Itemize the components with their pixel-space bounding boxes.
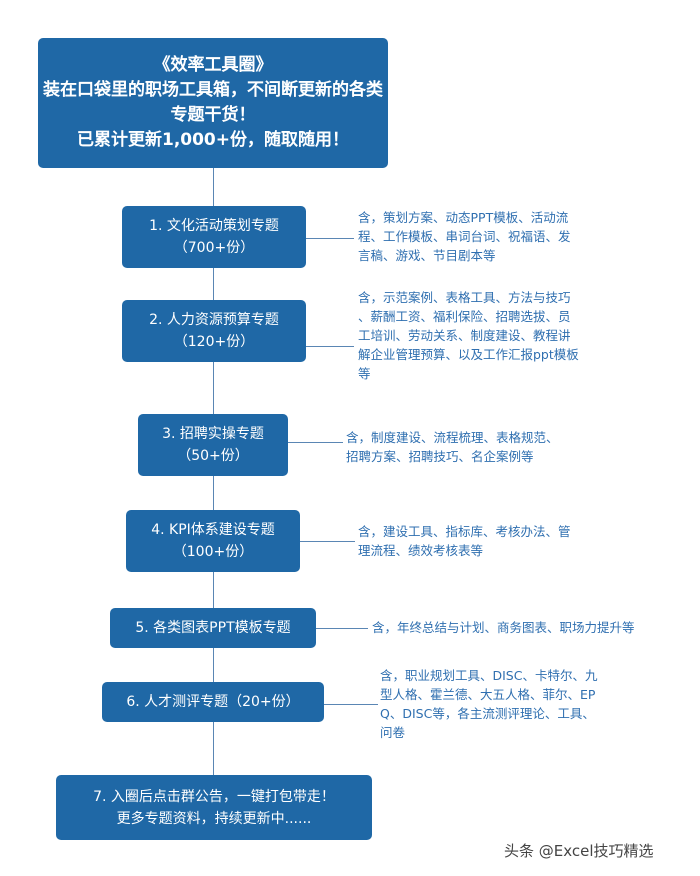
step-2-box: 2. 人力资源预算专题 （120+份）	[122, 300, 306, 362]
step-4-box: 4. KPI体系建设专题 （100+份）	[126, 510, 300, 572]
title-box: 《效率工具圈》 装在口袋里的职场工具箱，不间断更新的各类专题干货！ 已累计更新1…	[38, 38, 388, 168]
step-5-connector	[316, 628, 368, 629]
step-2-connector	[306, 346, 354, 347]
step-7-box: 7. 入圈后点击群公告，一键打包带走！ 更多专题资料，持续更新中......	[56, 775, 372, 840]
step-1-box: 1. 文化活动策划专题 （700+份）	[122, 206, 306, 268]
step-3-connector	[288, 442, 343, 443]
step-3-description: 含，制度建设、流程梳理、表格规范、 招聘方案、招聘技巧、名企案例等	[346, 430, 559, 464]
step-2-description: 含，示范案例、表格工具、方法与技巧 、薪酬工资、福利保险、招聘选拔、员 工培训、…	[358, 290, 579, 381]
step-1-description: 含，策划方案、动态PPT模板、活动流 程、工作模板、串词台词、祝福语、发 言稿、…	[358, 210, 571, 263]
step-5-box: 5. 各类图表PPT模板专题	[110, 608, 316, 648]
step-5-description: 含，年终总结与计划、商务图表、职场力提升等	[372, 620, 635, 635]
step-6-box: 6. 人才测评专题（20+份）	[102, 682, 324, 722]
step-3-box: 3. 招聘实操专题 （50+份）	[138, 414, 288, 476]
watermark: 头条 @Excel技巧精选	[504, 842, 654, 860]
step-1-connector	[306, 238, 354, 239]
step-4-description: 含，建设工具、指标库、考核办法、管 理流程、绩效考核表等	[358, 524, 571, 558]
step-6-connector	[324, 704, 378, 705]
step-4-connector	[300, 541, 355, 542]
step-6-description: 含，职业规划工具、DISC、卡特尔、九 型人格、霍兰德、大五人格、菲尔、EP Q…	[380, 668, 598, 740]
